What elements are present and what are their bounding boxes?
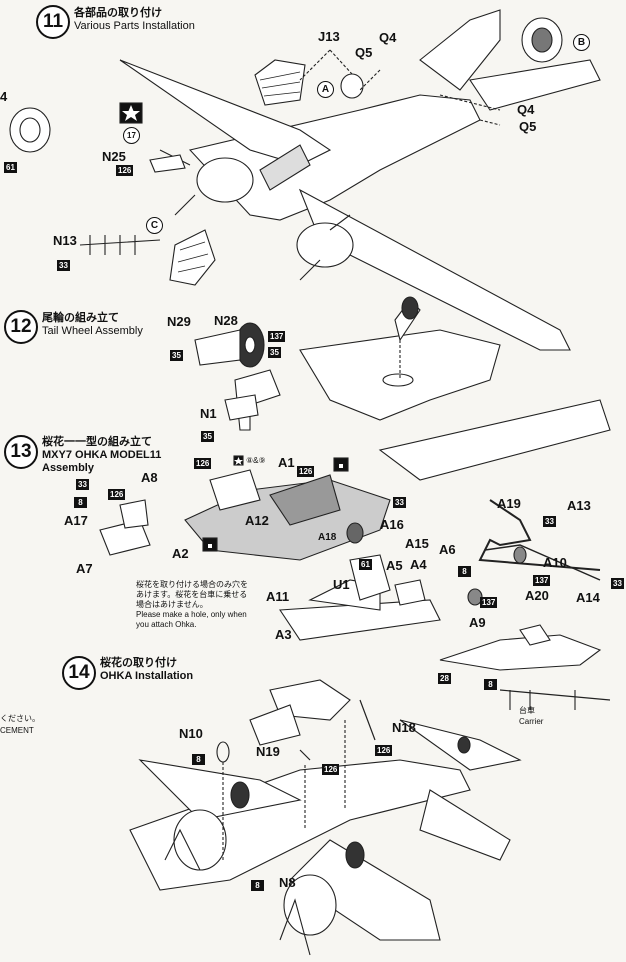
part-label-q4-right: Q4 [517,102,535,117]
part-label-a19: A19 [497,496,521,511]
code-box: 126 [297,466,315,477]
code-box: 61 [359,559,372,570]
callout-a: A [317,81,334,98]
step-11-title-jp: 各部品の取り付け [74,7,162,19]
carrier-label-en: Carrier [519,717,544,726]
code-box: 35 [170,350,183,361]
part-label-q5-top: Q5 [355,45,373,60]
part-label-a18: A18 [318,532,337,543]
part-label-n18: N18 [392,720,416,735]
step-13-title-jp: 桜花一一型の組み立て [42,436,152,448]
code-box: 35 [201,431,214,442]
code-box: 126 [116,165,134,176]
part-label-a12: A12 [245,513,269,528]
part-label-edge-4: 4 [0,89,8,104]
tail-wheel-drawing-step12 [194,296,611,481]
part-label-a4: A4 [410,557,427,572]
code-box: 8 [458,566,471,577]
part-label-a17: A17 [64,513,88,528]
part-label-a5: A5 [386,558,403,573]
part-label-a11: A11 [266,589,290,604]
carrier-label-jp: 台車 [519,706,535,715]
code-box: 33 [76,479,89,490]
code-box: 8 [251,880,264,891]
part-label-a16: A16 [380,517,404,532]
step-12-title-jp: 尾輪の組み立て [42,312,119,324]
step-13-title-en-line1: MXY7 OHKA MODEL11 [42,449,162,461]
part-label-n1: N1 [200,406,217,421]
code-box: 33 [393,497,406,508]
part-label-q4-top: Q4 [379,30,397,45]
code-box: 8 [192,754,205,765]
step-14-heading: 桜花の取り付け OHKA Installation [100,657,193,683]
part-label-a2: A2 [172,546,189,561]
part-label-n28: N28 [214,313,238,328]
callout-b: B [573,34,590,51]
code-box: 33 [611,578,624,589]
part-label-a7: A7 [76,561,93,576]
step-13-heading: 桜花一一型の組み立て MXY7 OHKA MODEL11 Assembly [42,436,161,475]
code-box: 126 [194,458,212,469]
part-label-n29: N29 [167,314,191,329]
code-box: 137 [268,331,286,342]
part-label-n13: N13 [53,233,77,248]
part-label-a6: A6 [439,542,456,557]
code-box: 137 [533,575,551,586]
code-box: 8 [74,497,87,508]
step-14-title-jp: 桜花の取り付け [100,657,177,669]
code-box: 137 [480,597,498,608]
code-box: 61 [4,162,17,173]
part-label-a1: A1 [278,455,295,470]
part-label-a8: A8 [141,470,158,485]
part-label-n25: N25 [102,149,126,164]
code-box: 126 [375,745,393,756]
code-box: 126 [108,489,126,500]
part-label-a3: A3 [275,627,292,642]
part-label-a15: A15 [405,536,429,551]
step-13-title-en-line2: Assembly [42,462,94,474]
part-label-u1: U1 [333,577,350,592]
step-11-heading: 各部品の取り付け Various Parts Installation [74,7,195,33]
hole-note-en-1: Please make a hole, only when [136,610,247,619]
code-box: 35 [268,347,281,358]
callout-star-17: 17 [123,127,140,144]
code-box: 33 [543,516,556,527]
edge-text-jp: ください。 [0,714,40,723]
bomber-drawing-step14 [129,679,522,956]
part-label-a14: A14 [576,590,600,605]
step-14-number: 14 [62,656,96,690]
hole-note-en-2: you attach Ohka. [136,620,197,629]
step-14-title-en: OHKA Installation [100,670,194,682]
edge-text-en: CEMENT [0,726,34,735]
step-13-number: 13 [4,435,38,469]
part-label-j13: J13 [318,29,340,44]
code-box: 126 [322,764,340,775]
hole-note-jp-1: 桜花を取り付ける場合のみ穴を [136,580,248,589]
part-label-n10: N10 [179,726,203,741]
code-box: 8 [484,679,497,690]
part-label-a9: A9 [469,615,486,630]
step-12-title-en: Tail Wheel Assembly [42,325,143,337]
code-box: 33 [57,260,70,271]
step-12-number: 12 [4,310,38,344]
step-11-title-en: Various Parts Installation [74,20,195,32]
part-label-q5-right: Q5 [519,119,537,134]
bomber-drawing-step11 [9,9,601,351]
hole-note-jp-2: あけます。桜花を台車に乗せる [136,590,248,599]
part-label-a13: A13 [567,498,591,513]
part-label-n8: N8 [279,875,296,890]
hole-note: 桜花を取り付ける場合のみ穴を あけます。桜花を台車に乗せる 場合はあけません。 … [136,580,248,630]
ohka-drawing-step13 [99,469,611,710]
callout-c: C [146,217,163,234]
hole-note-jp-3: 場合はあけません。 [136,600,208,609]
part-label-n19: N19 [256,744,280,759]
code-box: 28 [438,673,451,684]
step-11-number: 11 [36,5,70,39]
step-12-heading: 尾輪の組み立て Tail Wheel Assembly [42,312,143,338]
part-label-a10: A10 [543,555,567,570]
callout-star-8-9: ⑧&⑨ [246,456,266,465]
part-label-a20: A20 [525,588,549,603]
